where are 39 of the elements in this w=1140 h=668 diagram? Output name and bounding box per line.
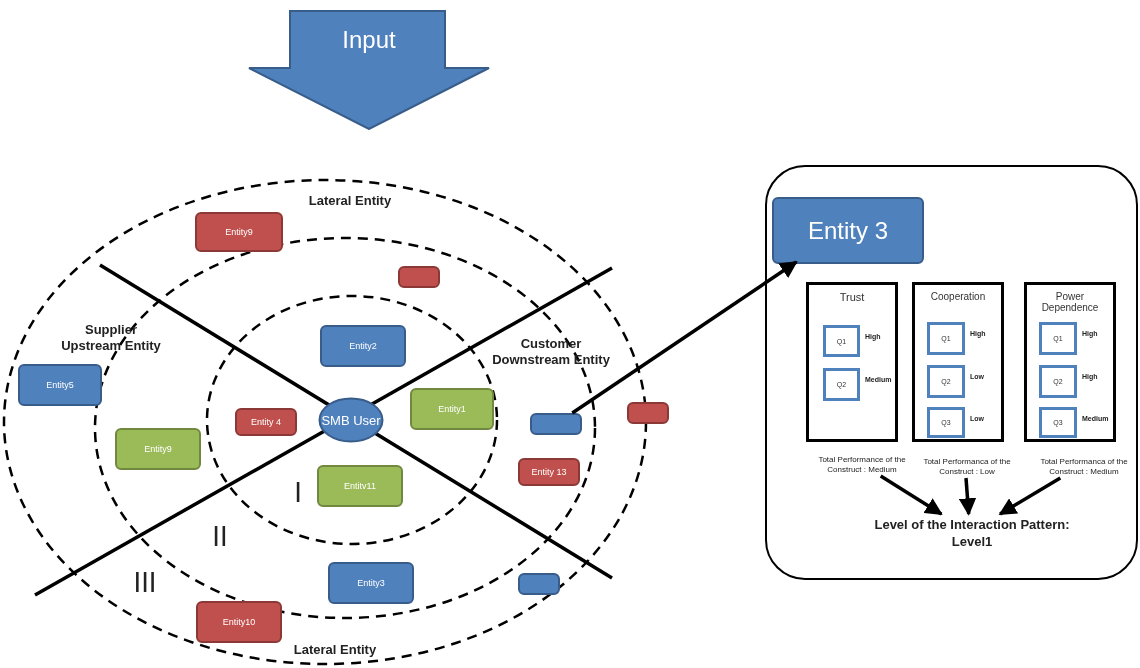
- result-text: Total Performanca of the Construct : Low: [922, 454, 1012, 480]
- construct-title: Power Dependence: [1040, 291, 1100, 313]
- entity-box: Entity9: [195, 212, 283, 252]
- entity-box: Entity 13: [518, 458, 580, 486]
- arrow: [998, 476, 1062, 516]
- arrow: [571, 260, 798, 415]
- ring-number: II: [211, 524, 229, 550]
- result-text: Total Performance of the Construct : Medium: [814, 452, 910, 478]
- ring-number: I: [293, 480, 303, 506]
- result-text: Total Performanca of the Construct : Medium: [1036, 454, 1132, 480]
- region-label: Lateral Entity: [292, 642, 378, 659]
- entity-box: [627, 402, 669, 424]
- detail-panel: [765, 165, 1138, 580]
- region-label: Customer Downstream Entity: [491, 336, 611, 369]
- input-arrow: Input: [248, 10, 490, 130]
- entity-box: [518, 573, 560, 595]
- region-label: Supplier Upstream Entity: [60, 322, 162, 355]
- result-text: Level of the Interaction Pattern: Level1: [859, 516, 1085, 552]
- entity-box: Entitv11: [317, 465, 403, 507]
- construct-box: [1024, 282, 1116, 442]
- entity-box: Entity 3: [772, 197, 924, 264]
- entity-box: Entity 4: [235, 408, 297, 436]
- entity-box: Entity1: [410, 388, 494, 430]
- ring-number: III: [132, 570, 158, 596]
- arrow: [958, 477, 977, 516]
- construct-box: [912, 282, 1004, 442]
- entity-box: [398, 266, 440, 288]
- construct-title: Cooperation: [929, 291, 987, 302]
- user-ellipse: SMB User: [318, 397, 384, 443]
- entity-box: Entity10: [196, 601, 282, 643]
- construct-title: Trust: [838, 291, 866, 303]
- entity-box: Entity5: [18, 364, 102, 406]
- entity-box: Entity9: [115, 428, 201, 470]
- entity-box: Entity2: [320, 325, 406, 367]
- entity-box: Entity3: [328, 562, 414, 604]
- entity-box: [530, 413, 582, 435]
- arrow: [879, 474, 943, 516]
- region-label: Lateral Entity: [307, 193, 393, 210]
- construct-box: [806, 282, 898, 442]
